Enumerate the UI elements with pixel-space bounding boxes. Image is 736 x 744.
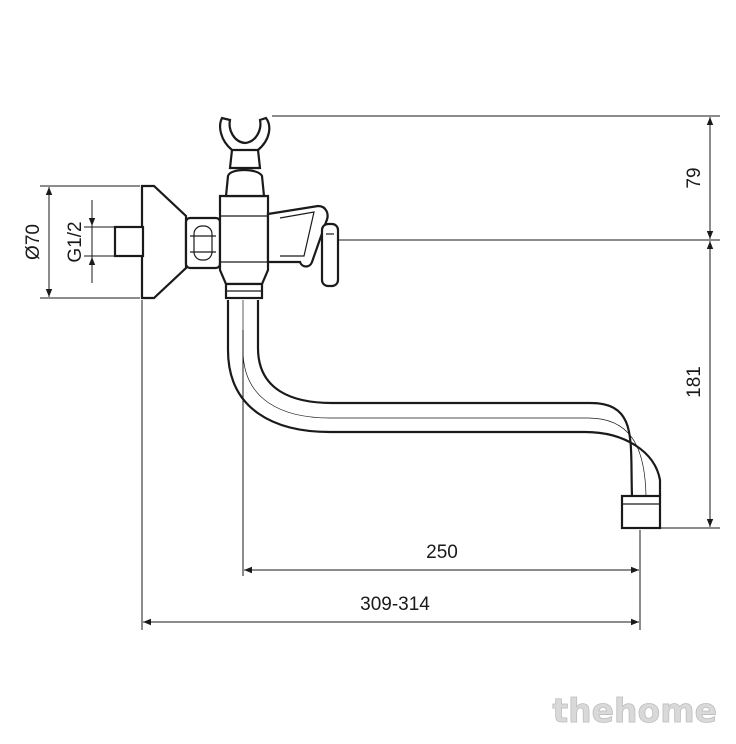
holder-neck: [224, 168, 266, 198]
aerator: [620, 494, 662, 530]
dimension-lines: [45, 117, 714, 626]
valve-body: [218, 194, 270, 286]
lever-handle: [266, 204, 329, 268]
dim-label-thread: G1/2: [65, 221, 86, 262]
wall-rosette: [140, 184, 188, 300]
handle-cap: [320, 222, 340, 288]
shower-holder-cradle: [219, 116, 271, 156]
watermark-logo-text: thehome: [552, 691, 717, 730]
dim-label-181: 181: [684, 366, 705, 398]
dim-label-diameter: Ø70: [23, 224, 44, 260]
thread-stub: [113, 225, 145, 258]
extension-lines: [40, 115, 720, 630]
dim-label-79: 79: [684, 167, 705, 188]
dim-label-309-314: 309-314: [360, 594, 430, 615]
spout-pipe: [226, 300, 662, 497]
dim-label-250: 250: [426, 542, 458, 563]
faucet-body: [113, 116, 662, 530]
